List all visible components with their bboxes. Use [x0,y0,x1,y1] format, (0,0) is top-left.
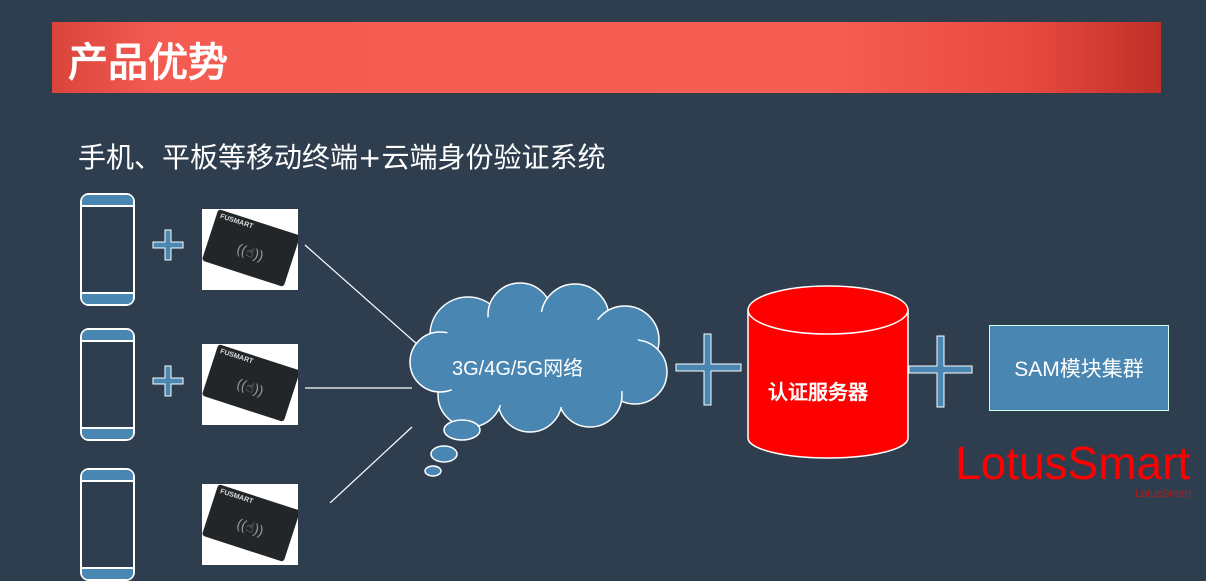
watermark: LotusSmart [955,437,1191,489]
phone-icon [80,328,135,441]
cloud-icon [409,282,668,477]
network-label: 3G/4G/5G网络 [452,358,584,380]
nfc-hand-icon: ((☝)) [234,515,266,539]
page-title: 产品优势 [68,40,228,86]
title-bar [52,22,1161,93]
subtitle: 手机、平板等移动终端+云端身份验证系统 [78,141,606,174]
phone-icon [80,468,135,581]
card-brand: FUSMART [219,348,254,366]
server-label: 认证服务器 [768,382,868,404]
phone-icon [80,193,135,306]
watermark-small: LotusSmart [1135,488,1192,500]
server-cylinder-icon [747,285,909,459]
nfc-hand-icon: ((☝)) [234,375,266,399]
connector-line-3 [329,426,413,503]
sam-cluster-box: SAM模块集群 [989,325,1169,411]
connector-lines [304,244,419,503]
card-brand: FUSMART [219,213,254,231]
plus-icon [908,335,973,408]
connector-line-1 [304,244,419,346]
nfc-hand-icon: ((☝)) [234,240,266,264]
plus-icon [152,229,184,261]
smart-card-image: FUSMART ((☝)) [202,209,298,290]
sam-label: SAM模块集群 [1014,358,1144,381]
smart-card-image: FUSMART((☝)) [202,484,298,565]
diagram-graphics [152,229,973,503]
smart-card-image: FUSMART ((☝)) [202,344,298,425]
plus-icon [152,365,184,397]
plus-icon [675,333,742,406]
plus-icons [152,229,973,408]
